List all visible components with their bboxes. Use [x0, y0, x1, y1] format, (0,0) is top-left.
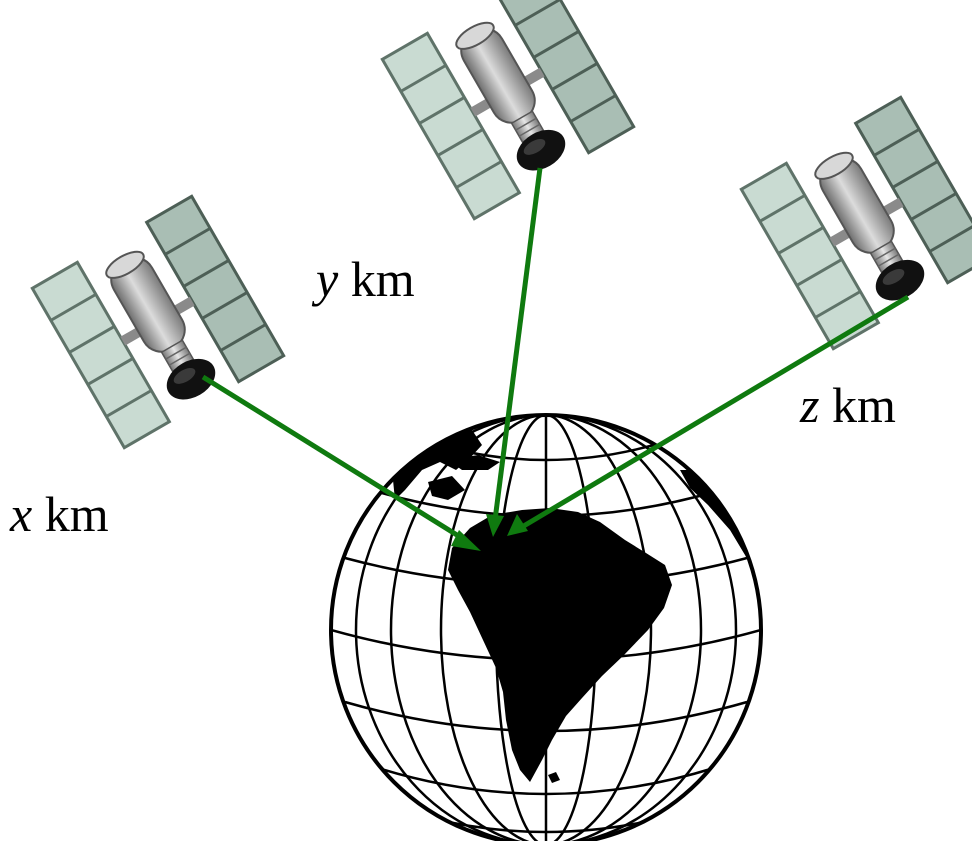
distance-label-z: z km [800, 380, 896, 430]
distance-var-z: z [800, 377, 820, 433]
satellite-icon [380, 0, 636, 221]
distance-label-y: y km [316, 254, 415, 304]
distance-unit-z: km [831, 377, 896, 433]
globe-icon [329, 413, 763, 841]
distance-arrows [201, 167, 910, 551]
distance-label-x: x km [10, 489, 109, 539]
satellite-icon [739, 95, 972, 351]
distance-var-y: y [316, 251, 339, 307]
satellite-icon [30, 194, 286, 450]
arrow-x [201, 374, 481, 551]
south-america-landmass [448, 508, 672, 782]
arrow-z [507, 294, 910, 536]
distance-unit-x: km [44, 486, 109, 542]
distance-var-x: x [10, 486, 33, 542]
distance-unit-y: km [350, 251, 415, 307]
arrow-y [486, 167, 543, 537]
